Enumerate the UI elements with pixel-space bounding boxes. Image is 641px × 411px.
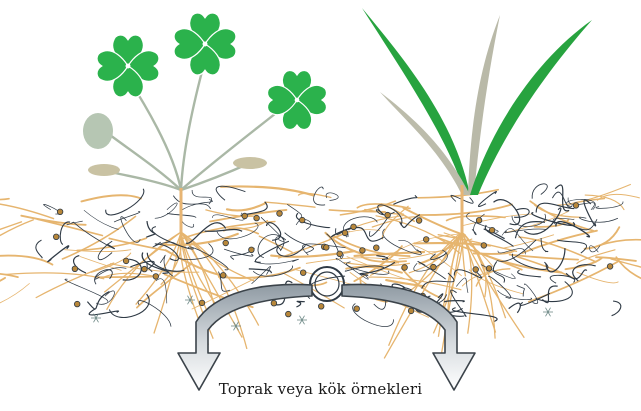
small-leaf-icon <box>233 157 267 169</box>
sample-circle-icon <box>310 267 344 301</box>
soil-root-layer <box>0 184 641 361</box>
clover-leaf-icon <box>174 13 236 75</box>
small-leaf-icon <box>88 164 120 176</box>
clover-leaf-icon <box>268 71 327 130</box>
figure-caption: Toprak veya kök örnekleri <box>0 380 641 398</box>
clover-plant-icon <box>83 13 326 232</box>
clover-leaf-icon <box>97 35 159 97</box>
small-leaf-icon <box>83 113 113 149</box>
grass-plant-icon <box>362 8 592 232</box>
plant-roots <box>0 185 641 361</box>
